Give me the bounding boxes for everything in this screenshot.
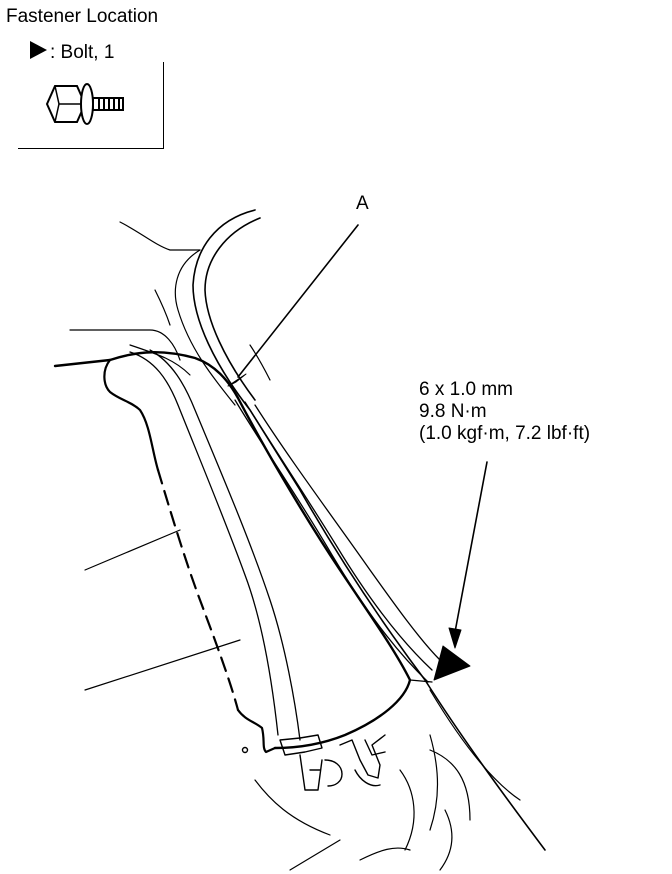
callout-a-arrowhead (227, 373, 247, 387)
torque-spec-alt: (1.0 kgf·m, 7.2 lbf·ft) (419, 423, 591, 444)
body-outline-lines (69, 221, 521, 871)
windshield-edge (192, 209, 546, 851)
callout-a-leader (237, 224, 359, 378)
legend-box (18, 62, 164, 149)
callout-a-label: A (356, 193, 369, 214)
legend-title: Fastener Location (6, 6, 159, 27)
legend-bolt-row: : Bolt, 1 (28, 40, 114, 64)
torque-spec-nm: 9.8 N·m (419, 401, 487, 422)
legend-bolt-label: : Bolt, 1 (50, 42, 115, 63)
pillar-trim-outline (53, 351, 412, 750)
trim-hidden-edge (103, 358, 277, 754)
torque-leader (454, 461, 488, 633)
torque-spec-size: 6 x 1.0 mm (419, 379, 513, 400)
bolt-marker-icon (30, 41, 47, 59)
bolt-location-marker-icon (433, 645, 471, 681)
pillar-trim-contours (129, 349, 441, 741)
torque-leader-arrowhead (448, 627, 462, 649)
flange-bolt-icon (45, 83, 124, 125)
trim-clip-details (241, 734, 386, 791)
torque-spec: 6 x 1.0 mm 9.8 N·m (1.0 kgf·m, 7.2 lbf·f… (419, 379, 590, 445)
